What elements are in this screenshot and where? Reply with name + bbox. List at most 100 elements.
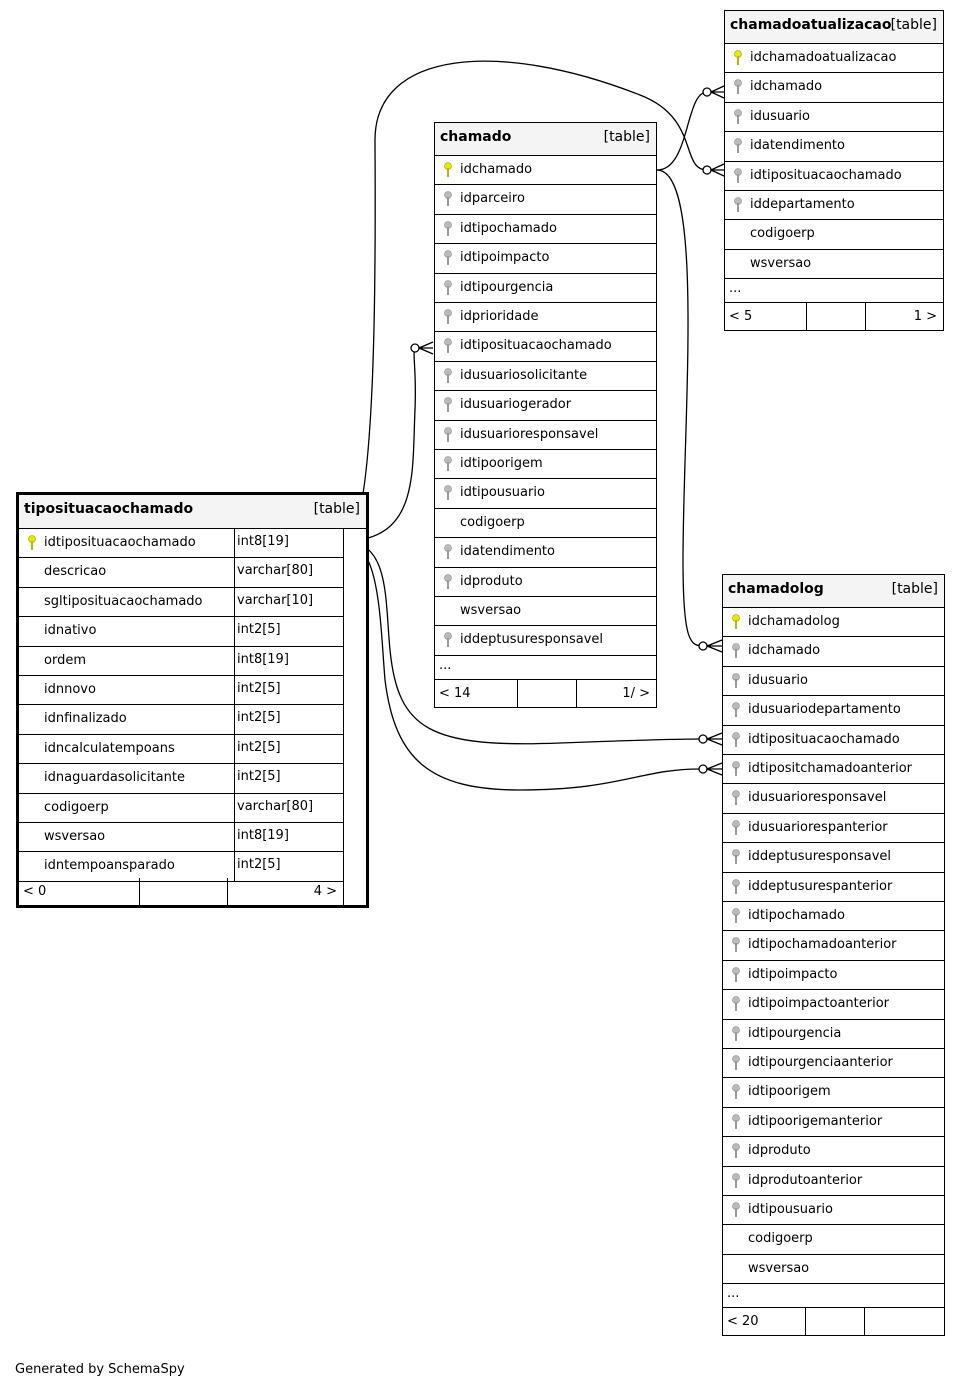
column-row-idtipoimpacto[interactable]: idtipoimpacto: [435, 244, 656, 274]
foreign-key-icon: [732, 1084, 740, 1100]
edge-chamado-chamadolog: [656, 169, 704, 647]
column-row-wsversao[interactable]: wsversao: [435, 597, 656, 627]
column-type: int2[5]: [234, 734, 344, 764]
column-row-idusuariosolicitante[interactable]: idusuariosolicitante: [435, 362, 656, 392]
column-row-idtipoorigem[interactable]: idtipoorigem: [723, 1078, 944, 1108]
edge-chamado-chamadoatualizacao: [656, 91, 708, 171]
column-row-idchamado[interactable]: idchamado: [725, 73, 943, 103]
ellipsis-text: ...: [439, 657, 452, 673]
column-row-idparceiro[interactable]: idparceiro: [435, 185, 656, 215]
column-row-idusuarioresponsavel[interactable]: idusuarioresponsavel: [435, 421, 656, 450]
column-name: codigoerp: [460, 514, 525, 530]
column-row-idtipochamado[interactable]: idtipochamado: [723, 902, 944, 932]
parent-count: < 14: [439, 685, 471, 701]
column-row-idtiposituacaochamado[interactable]: idtiposituacaochamado: [723, 726, 944, 755]
column-row-iddeptusurespanterior[interactable]: iddeptusurespanterior: [723, 873, 944, 902]
column-row-idtipochamado[interactable]: idtipochamado: [435, 215, 656, 245]
column-row-iddepartamento[interactable]: iddepartamento: [725, 191, 943, 221]
column-name: idatendimento: [750, 138, 845, 154]
foreign-key-icon: [732, 1055, 740, 1070]
table-chamadoatualizacao[interactable]: chamadoatualizacao[table]idchamadoatuali…: [724, 10, 944, 332]
table-tiposituacaochamado[interactable]: tiposituacaochamado[table]idtiposituacao…: [16, 492, 369, 908]
column-row-codigoerp[interactable]: codigoerp: [723, 1225, 944, 1255]
column-row-idtipousuario[interactable]: idtipousuario: [723, 1196, 944, 1226]
column-row-idprioridade[interactable]: idprioridade: [435, 303, 656, 333]
column-row-idchamadoatualizacao[interactable]: idchamadoatualizacao: [725, 44, 943, 74]
column-name: idusuario: [748, 672, 808, 688]
column-row-idtipourgencia[interactable]: idtipourgencia: [723, 1020, 944, 1049]
primary-key-icon: [732, 614, 740, 629]
child-count: 4 >: [313, 883, 337, 899]
column-row-idproduto[interactable]: idproduto: [723, 1137, 944, 1167]
column-row-idchamado[interactable]: idchamado: [723, 637, 944, 667]
column-name: idatendimento: [460, 544, 555, 560]
table-header: chamadolog[table]: [723, 575, 944, 608]
parent-count: < 0: [23, 883, 47, 899]
column-row-idtipoimpactoanterior[interactable]: idtipoimpactoanterior: [723, 990, 944, 1020]
foreign-key-icon: [734, 167, 742, 183]
column-row-codigoerp[interactable]: codigoerp: [725, 220, 943, 250]
column-row-idusuario[interactable]: idusuario: [723, 667, 944, 697]
column-row-idusuarioresponsavel[interactable]: idusuarioresponsavel: [723, 784, 944, 814]
column-row-idatendimento[interactable]: idatendimento: [435, 538, 656, 568]
foreign-key-icon: [732, 731, 740, 747]
column-row-idtipoorigem[interactable]: idtipoorigem: [435, 450, 656, 480]
column-row-idchamado[interactable]: idchamado: [435, 156, 656, 186]
column-row-idusuariodepartamento[interactable]: idusuariodepartamento: [723, 696, 944, 726]
column-row-idprodutoanterior[interactable]: idprodutoanterior: [723, 1167, 944, 1196]
column-row-idtipousuario[interactable]: idtipousuario: [435, 479, 656, 509]
crowfoot-marker: [706, 762, 723, 776]
column-row-idtipoorigemanterior[interactable]: idtipoorigemanterior: [723, 1108, 944, 1138]
column-row-idtipourgencia[interactable]: idtipourgencia: [435, 274, 656, 303]
foreign-key-icon: [444, 397, 452, 413]
column-row-idtiposituacaochamado[interactable]: idtiposituacaochamado: [435, 332, 656, 362]
foreign-key-icon: [732, 702, 740, 718]
column-row-iddeptusuresponsavel[interactable]: iddeptusuresponsavel: [723, 843, 944, 873]
edge-tiposituacao-chamado: [343, 347, 419, 542]
foreign-key-icon: [444, 279, 452, 295]
column-row-idusuariogerador[interactable]: idusuariogerador: [435, 391, 656, 421]
foreign-key-icon: [444, 573, 452, 589]
edge-end-circle: [702, 165, 712, 175]
column-row-wsversao[interactable]: wsversao: [725, 250, 943, 280]
column-name: idtiposituacaochamado: [44, 535, 196, 550]
column-type: int2[5]: [234, 617, 344, 646]
column-row-idatendimento[interactable]: idatendimento: [725, 132, 943, 162]
column-row-idusuariorespanterior[interactable]: idusuariorespanterior: [723, 814, 944, 844]
column-name: idtipoimpacto: [460, 250, 550, 266]
column-row-idproduto[interactable]: idproduto: [435, 568, 656, 597]
foreign-key-icon: [734, 79, 742, 95]
column-type: int8[19]: [234, 646, 344, 675]
column-row-idtipoimpacto[interactable]: idtipoimpacto: [723, 961, 944, 991]
column-row-idtipourgenciaanterior[interactable]: idtipourgenciaanterior: [723, 1049, 944, 1079]
column-row-wsversao[interactable]: wsversao: [723, 1255, 944, 1285]
foreign-key-icon: [732, 908, 740, 923]
column-row-idtipochamadoanterior[interactable]: idtipochamadoanterior: [723, 931, 944, 961]
foreign-key-icon: [444, 220, 452, 236]
column-row-idusuario[interactable]: idusuario: [725, 103, 943, 133]
column-row-codigoerp[interactable]: codigoerp: [435, 509, 656, 539]
column-row-idtipositchamadoanterior[interactable]: idtipositchamadoanterior: [723, 755, 944, 785]
column-row-idchamadolog[interactable]: idchamadolog: [723, 608, 944, 638]
crowfoot-marker: [706, 639, 723, 653]
crowfoot-marker: [418, 341, 434, 355]
table-header: chamadoatualizacao[table]: [725, 11, 943, 44]
column-row-iddeptusuresponsavel[interactable]: iddeptusuresponsavel: [435, 626, 656, 656]
ellipsis-text: ...: [729, 281, 742, 297]
column-row-idtiposituacaochamado[interactable]: idtiposituacaochamado: [725, 162, 943, 191]
